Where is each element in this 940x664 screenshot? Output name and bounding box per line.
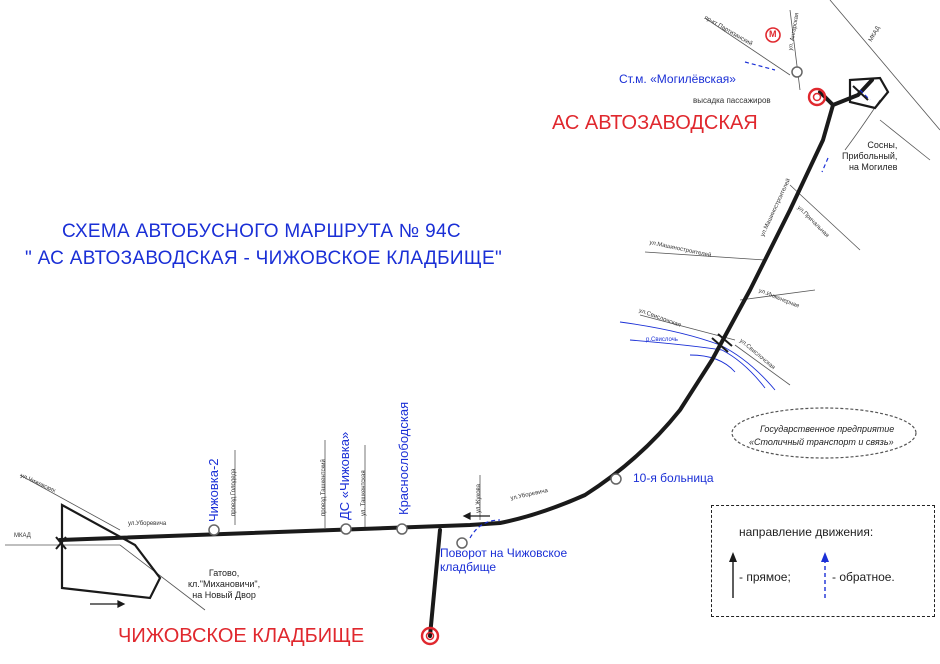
forward-direction-marks [90, 512, 490, 608]
western-loop [60, 503, 162, 600]
stop-krasnoslobodskaya-label: Краснослободская [396, 401, 411, 515]
street-tashkent2: ул. Ташкентская [361, 470, 367, 516]
destination-gatovo: Гатово, кл."Михановичи", на Новый Двор [188, 568, 261, 600]
map-title-line2: " АС АВТОЗАВОДСКАЯ - ЧИЖОВСКОЕ КЛАДБИЩЕ" [25, 248, 503, 269]
route-line [58, 78, 874, 638]
stop-dropoff-label: высадка пассажиров [693, 96, 771, 105]
company-line1: Государственное предприятие [760, 424, 895, 434]
company-oval [731, 407, 917, 459]
map-title-line1: СХЕМА АВТОБУСНОГО МАРШРУТА № 94С [62, 221, 461, 242]
stop-metro-label: Ст.м. «Могилёвская» [619, 72, 736, 86]
legend-forward: - прямое; [739, 570, 791, 584]
stop-hospital-label: 10-я больница [633, 471, 714, 485]
street-tashkent1: проезд Ташкентский [321, 459, 327, 516]
stop-chizhovka2-label: Чижовка-2 [206, 458, 221, 522]
eastern-loop [848, 76, 890, 110]
legend-reverse: - обратное. [832, 570, 895, 584]
stops-layer [208, 66, 803, 549]
reverse-direction-marks [469, 61, 871, 539]
stop-ds-chizhovka-label: ДС «Чижовка» [337, 431, 352, 520]
metro-icon [765, 27, 781, 43]
destination-sosny: Сосны, Прибольный, на Могилев [842, 140, 898, 172]
street-zhukova: ул.Жукова [476, 484, 482, 513]
legend-arrows [729, 552, 829, 598]
terminal-end-label: ЧИЖОВСКОЕ КЛАДБИЩЕ [118, 625, 365, 647]
legend-box: направление движения: - прямое; - обратн… [711, 505, 935, 617]
terminal-start-label: АС АВТОЗАВОДСКАЯ [552, 112, 758, 134]
street-zhuka: проезд Голодеда [231, 468, 237, 516]
legend-title: направление движения: [739, 525, 874, 539]
junction-marks [55, 85, 869, 550]
streets-layer [5, 0, 940, 611]
terminals-layer [420, 87, 827, 646]
street-mkad-w: МКАД [14, 533, 31, 539]
metro-letter: М [769, 29, 777, 39]
company-line2: «Столичный транспорт и связь» [749, 437, 894, 447]
river-label: р.Свислочь [646, 337, 678, 343]
stop-turn-label: Поворот на Чижовское кладбище [440, 546, 568, 575]
street-uborevicha-w: ул.Уборевича [128, 521, 167, 527]
